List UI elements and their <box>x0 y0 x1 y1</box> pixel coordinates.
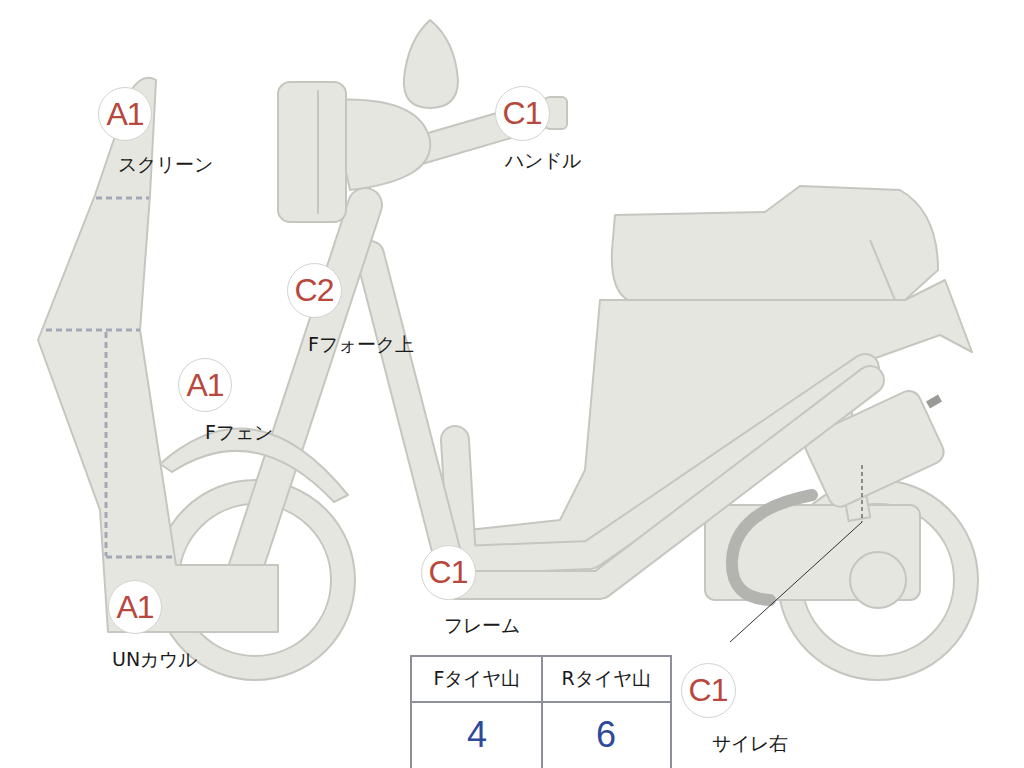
callout-number: A1 <box>178 358 232 412</box>
table-value: 6 <box>542 701 670 768</box>
panel-seam <box>46 329 140 332</box>
table-header: Rタイヤ山 <box>542 657 670 701</box>
callout-marker: C1サイレ右 <box>681 663 736 718</box>
callout-number: A1 <box>108 580 162 634</box>
callout-marker: A1Fフェン <box>178 358 232 412</box>
exhaust-pipe <box>732 495 812 600</box>
seat-seam <box>870 240 895 300</box>
part-name: サイレ右 <box>712 731 788 757</box>
frame-lower-outline <box>370 255 870 585</box>
part-name: Fフェン <box>205 420 273 446</box>
table-header: Fタイヤ山 <box>412 657 542 701</box>
leader-line <box>730 522 862 642</box>
fork-outline <box>245 205 365 570</box>
part-name: スクリーン <box>118 152 213 178</box>
part-name: Fフォーク上 <box>308 332 414 358</box>
callout-number: C1 <box>681 663 736 718</box>
frame-lower <box>370 255 870 585</box>
panel-seam <box>106 556 172 559</box>
callout-marker: C1ハンドル <box>495 86 550 141</box>
part-name: UNカウル <box>112 647 197 673</box>
rear-hub <box>850 552 906 608</box>
headlight-rim <box>317 90 319 214</box>
callout-marker: C2Fフォーク上 <box>287 263 342 318</box>
front-cowl <box>38 78 278 632</box>
callout-marker: A1スクリーン <box>98 87 152 141</box>
table-value: 4 <box>412 701 542 768</box>
callout-number: C1 <box>421 545 476 600</box>
part-name: ハンドル <box>505 148 581 174</box>
panel-seam <box>105 332 108 556</box>
front-fork <box>245 205 365 570</box>
callout-number: C2 <box>287 263 342 318</box>
callout-number: A1 <box>98 87 152 141</box>
table-rule <box>541 657 543 768</box>
leader-line <box>862 465 863 522</box>
callout-number: C1 <box>495 86 550 141</box>
muffler-tip <box>928 398 940 405</box>
mirror <box>404 20 458 108</box>
part-name: フレーム <box>444 613 520 639</box>
panel-seam <box>96 197 149 200</box>
seat <box>612 186 938 300</box>
tire-table: Fタイヤ山Rタイヤ山46 <box>410 655 672 768</box>
callout-marker: A1UNカウル <box>108 580 162 634</box>
headlight <box>278 82 346 222</box>
callout-marker: C1フレーム <box>421 545 476 600</box>
